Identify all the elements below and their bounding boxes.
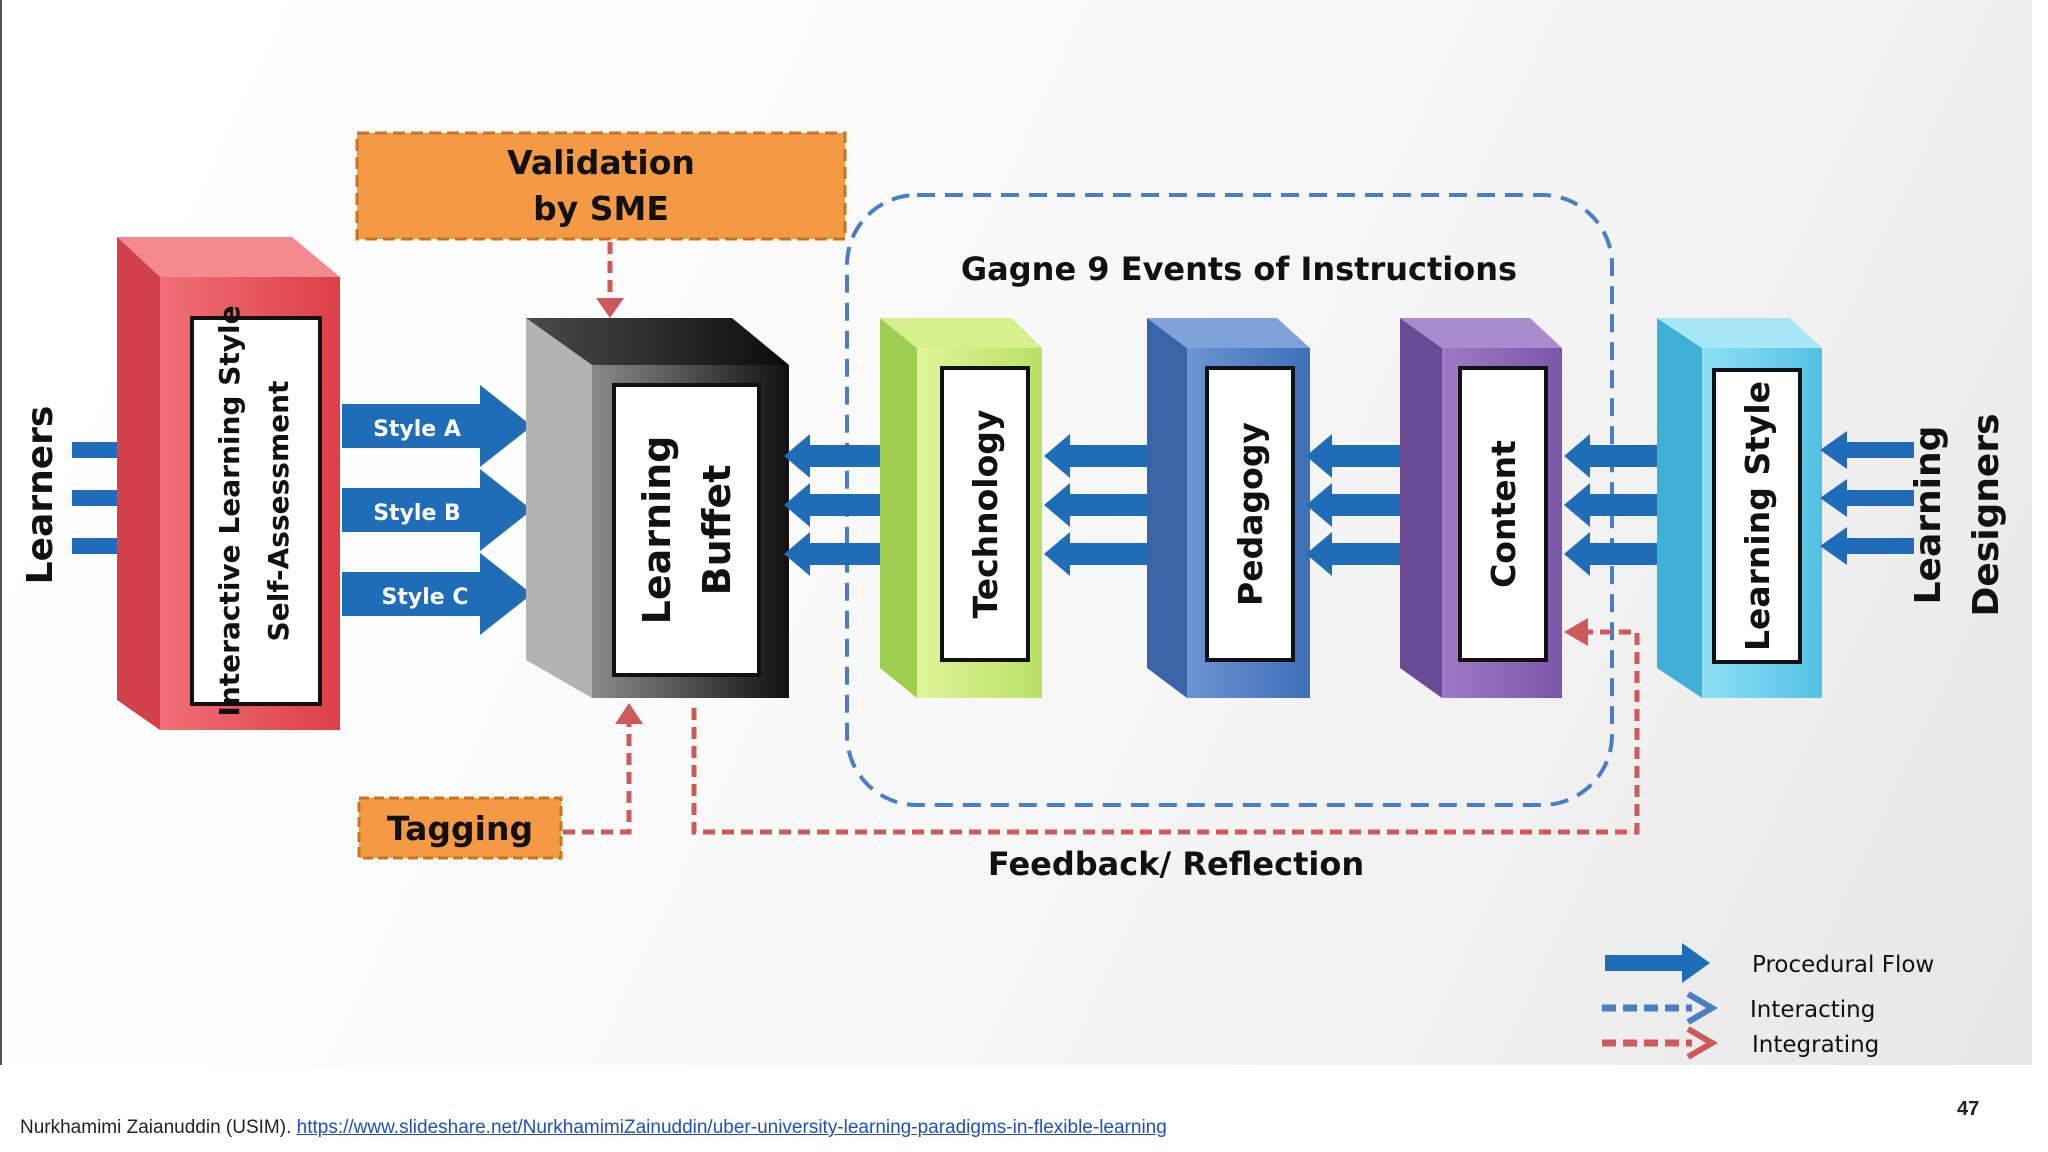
feedback-arrowhead [1564, 618, 1588, 646]
tagging-arrow [563, 720, 632, 835]
buffet-label-line-2: Buffet [695, 465, 739, 596]
learning-buffet-box: Learning Buffet [526, 318, 789, 698]
buffet-label-line-1: Learning [635, 436, 679, 625]
technology-box: Technology [880, 318, 1042, 698]
learners-label: Learners [20, 406, 61, 585]
learning-buffet-diagram: Gagne 9 Events of Instructions Validatio… [20, 131, 2007, 1060]
style-arrow-a: Style A [342, 385, 532, 467]
content-label: Content [1484, 440, 1523, 588]
legend-integrating-label: Integrating [1752, 1032, 1879, 1058]
assessment-label-line-1: Interactive Learning Style [213, 305, 246, 716]
legend-interacting: Interacting [1602, 991, 1875, 1025]
footer-source-link[interactable]: https://www.slideshare.net/NurkhamimiZai… [296, 1117, 1167, 1138]
style-c-label: Style C [382, 585, 469, 610]
legend-interacting-label: Interacting [1750, 997, 1875, 1023]
pedagogy-label: Pedagogy [1231, 422, 1270, 606]
assessment-box: Interactive Learning Style Self-Assessme… [117, 237, 340, 730]
tagging-label: Tagging [387, 809, 533, 848]
designers-label-line-2: Designers [1966, 413, 2007, 616]
validation-line-2: by SME [533, 189, 669, 228]
style-arrow-b: Style B [342, 469, 532, 551]
pedagogy-to-technology-arrows [1044, 434, 1147, 576]
slide: Gagne 9 Events of Instructions Validatio… [0, 0, 2032, 1065]
content-box: Content [1400, 318, 1562, 698]
page-number: 47 [1957, 1098, 1980, 1120]
feedback-label: Feedback/ Reflection [988, 845, 1364, 883]
validation-line-1: Validation [507, 143, 695, 182]
pedagogy-box: Pedagogy [1147, 318, 1310, 698]
tagging-arrowhead [615, 703, 643, 724]
validation-arrowhead [596, 298, 624, 318]
learning-style-to-content-arrows [1564, 434, 1662, 576]
legend: Procedural Flow Interacting Integrating [1602, 943, 1934, 1060]
technology-label: Technology [966, 410, 1005, 619]
designer-input-arrows [1820, 431, 1914, 565]
footer-credit: Nurkhamimi Zaianuddin (USIM). https://ww… [20, 1117, 1167, 1139]
validation-callout: Validation by SME [355, 131, 847, 241]
feedback-loop-arrow [691, 629, 1640, 835]
content-to-pedagogy-arrows [1306, 434, 1402, 576]
designers-label-line-1: Learning [1908, 426, 1949, 605]
learning-style-box: Learning Style [1657, 318, 1822, 698]
legend-integrating: Integrating [1602, 1026, 1879, 1060]
learning-style-label: Learning Style [1738, 381, 1777, 651]
legend-procedural-label: Procedural Flow [1752, 952, 1934, 978]
tagging-callout: Tagging [357, 796, 563, 860]
footer-author: Nurkhamimi Zaianuddin (USIM). [20, 1117, 292, 1138]
technology-to-buffet-arrows [784, 434, 882, 576]
style-arrow-c: Style C [342, 553, 532, 635]
legend-procedural-flow: Procedural Flow [1605, 943, 1934, 983]
gagne-title: Gagne 9 Events of Instructions [961, 250, 1517, 288]
assessment-label-line-2: Self-Assessment [262, 381, 295, 642]
style-a-label: Style A [373, 417, 461, 442]
style-b-label: Style B [373, 501, 461, 526]
